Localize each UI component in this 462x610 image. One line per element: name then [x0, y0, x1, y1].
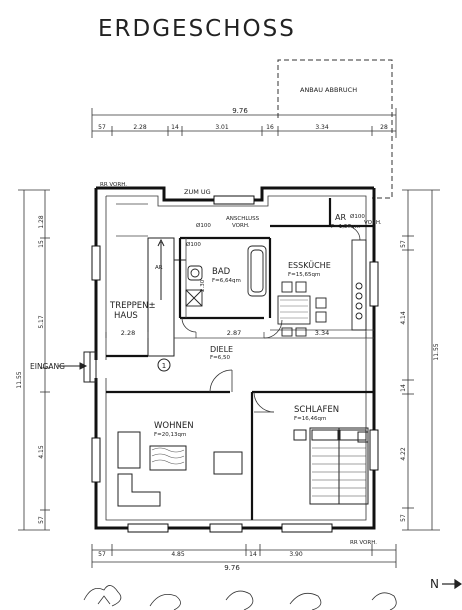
- room-wohnen-name: WOHNEN: [154, 421, 194, 431]
- north-label: N: [430, 577, 439, 591]
- bottom-seg-1: 4.85: [171, 551, 185, 558]
- room-ar-area: F=1,57qm: [331, 224, 360, 230]
- room-esskueche-area: F=15,65qm: [288, 272, 320, 278]
- right-dim-labels: 11.55 57 4.14 14 4.22 57: [400, 240, 440, 522]
- right-dim-5: 57: [400, 514, 407, 522]
- zum-ug-note: ZUM UG: [184, 188, 211, 196]
- room-treppenhaus-line2: HAUS: [114, 311, 138, 321]
- dim-2-30: 2.30: [200, 279, 206, 292]
- anschluss-vorh-note: VORH.: [232, 223, 250, 229]
- top-seg-4: 16: [266, 124, 274, 131]
- interior-dim-1: 2.87: [227, 329, 241, 337]
- right-dim-total: 11.55: [433, 343, 440, 360]
- top-dimension-lines: [91, 108, 397, 138]
- bottom-total-dim: 9.76: [224, 564, 240, 572]
- left-dim-5: 57: [38, 516, 45, 524]
- top-seg-2: 14: [171, 124, 179, 131]
- room-esskueche-name: ESSKÜCHE: [288, 260, 331, 270]
- living-furniture: [117, 431, 243, 507]
- tree-symbols: [83, 585, 397, 610]
- top-seg-3: 3.01: [215, 124, 229, 131]
- vorh-right-note: VORH.: [364, 220, 382, 226]
- top-total-dim: 9.76: [232, 107, 248, 115]
- interior-dim-2: 3.34: [315, 329, 329, 337]
- interior-dim-0: 2.28: [121, 329, 135, 337]
- north-arrow-icon: [442, 578, 462, 590]
- right-dim-4: 4.22: [400, 447, 407, 461]
- bottom-seg-0: 57: [98, 551, 106, 558]
- room-diele-name: DIELE: [210, 345, 233, 354]
- anschluss-note: ANSCHLUSS: [226, 216, 260, 222]
- kitchen-furniture: [277, 239, 367, 337]
- bottom-seg-2: 14: [249, 551, 257, 558]
- right-dim-3: 14: [400, 384, 407, 392]
- d100-note-b: Ø100: [186, 241, 201, 248]
- room-diele-area: F=6,50: [210, 355, 231, 361]
- d100-note-c: Ø100: [350, 213, 365, 220]
- bath-fixtures: [185, 245, 267, 307]
- right-dim-2: 4.14: [400, 311, 407, 325]
- room-schlafen-name: SCHLAFEN: [294, 405, 339, 415]
- left-dim-labels: 11.55 1.28 5.17 15 4.15 57: [16, 215, 45, 524]
- annex-outline: [277, 59, 393, 199]
- left-dim-4: 4.15: [38, 445, 45, 459]
- section-marker: [157, 358, 171, 372]
- interior-dims: 2.28 2.87 3.34: [121, 329, 329, 337]
- rr-top-note: RR VORH.: [100, 182, 127, 188]
- drawing-title: ERDGESCHOSS: [98, 16, 296, 42]
- right-dimension-lines: [402, 189, 440, 531]
- top-seg-5: 3.34: [315, 124, 329, 131]
- room-wohnen-area: F=20,13qm: [154, 432, 186, 438]
- interior-dim-ticks: [105, 332, 367, 338]
- top-segment-labels: 57 2.28 14 3.01 16 3.34 28: [98, 124, 388, 131]
- bottom-dimension-lines: [91, 544, 397, 568]
- top-seg-0: 57: [98, 124, 106, 131]
- left-dim-3: 15: [38, 240, 45, 248]
- room-treppenhaus-line1: TREPPEN±: [109, 301, 156, 311]
- entrance-step: [83, 351, 97, 383]
- annex-label: ANBAU ABBRUCH: [300, 86, 357, 94]
- ar-stair-label: AR: [155, 265, 163, 271]
- section-marker-number: 1: [162, 362, 166, 370]
- windows: [91, 195, 379, 533]
- bed-cover-pattern: [312, 447, 366, 497]
- d100-note-a: Ø100: [196, 222, 211, 229]
- room-ar-name: AR: [335, 213, 346, 222]
- top-seg-1: 2.28: [133, 124, 147, 131]
- plan-notes: RR VORH. ZUM UG ANSCHLUSS VORH. Ø100 Ø10…: [100, 182, 382, 546]
- room-schlafen-area: F=16,46qm: [294, 416, 326, 422]
- stair-core: [147, 237, 186, 357]
- left-dimension-lines: [18, 189, 50, 531]
- left-dim-total: 11.55: [16, 371, 23, 388]
- room-bad-name: BAD: [212, 267, 231, 277]
- right-dim-1: 57: [400, 240, 407, 248]
- kitchen-hatch: [280, 299, 308, 319]
- entrance-arrow: [58, 362, 88, 370]
- bed: [293, 427, 369, 505]
- left-dim-2: 5.17: [38, 315, 45, 329]
- outer-wall-inner-line: [105, 195, 367, 521]
- entrance-label: EINGANG: [30, 362, 65, 371]
- bottom-seg-3: 3.90: [289, 551, 303, 558]
- left-dim-1: 1.28: [38, 215, 45, 229]
- door-swings: [181, 225, 361, 413]
- interior-walls: [106, 198, 374, 520]
- bottom-dim-labels: 57 4.85 14 3.90 9.76: [98, 551, 303, 572]
- room-bad-area: F=6,64qm: [212, 278, 241, 284]
- rr-bottom-note: RR VORH.: [350, 540, 377, 546]
- living-table-hatch: [151, 447, 185, 465]
- top-seg-6: 28: [380, 124, 388, 131]
- room-labels: BAD F=6,64qm ESSKÜCHE F=15,65qm AR F=1,5…: [109, 213, 360, 438]
